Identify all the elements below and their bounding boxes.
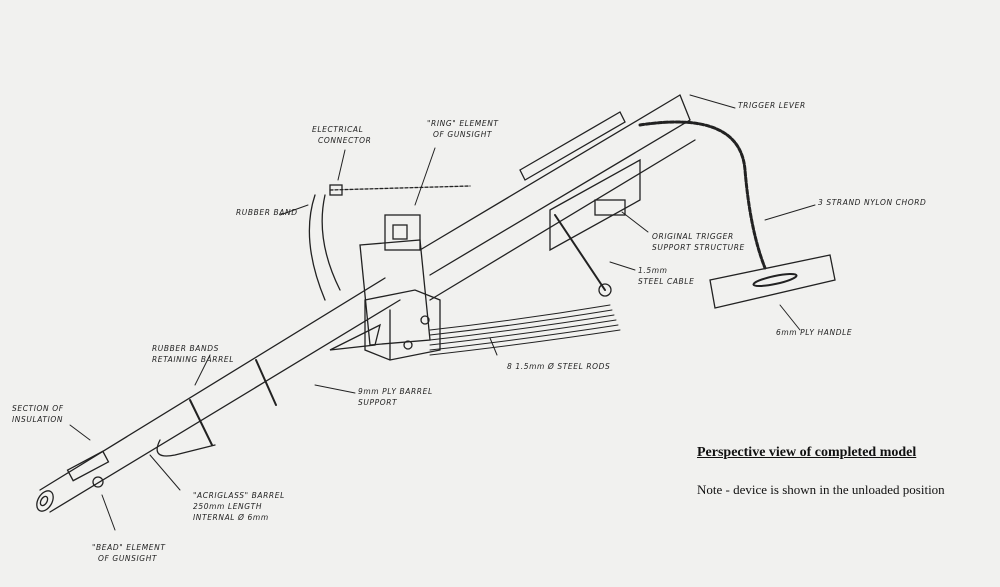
label-nylon-chord: 3 STRAND NYLON CHORD (818, 197, 926, 208)
label-line: OF GUNSIGHT (98, 554, 158, 563)
label-rubber-bands-barrel: RUBBER BANDS RETAINING BARREL (152, 343, 234, 365)
label-line: 250mm LENGTH (193, 502, 263, 511)
label-line: 8 1.5mm Ø STEEL RODS (507, 362, 611, 371)
label-line: SECTION OF (12, 404, 64, 413)
ply-handle (709, 254, 836, 309)
label-line: RUBBER BAND (236, 208, 298, 217)
label-line: 1.5mm (638, 266, 668, 275)
label-line: 9mm PLY BARREL (358, 387, 433, 396)
label-line: RUBBER BANDS (152, 344, 219, 353)
label-line: RETAINING BARREL (152, 355, 235, 364)
label-line: INSULATION (12, 415, 64, 424)
label-electrical-connector: ELECTRICAL CONNECTOR (312, 124, 371, 146)
label-line: STEEL CABLE (638, 277, 695, 286)
label-barrel-support: 9mm PLY BARREL SUPPORT (358, 386, 433, 408)
bead-gunsight (66, 450, 110, 488)
steel-cable (554, 214, 606, 291)
label-line: TRIGGER LEVER (738, 101, 806, 110)
leader-arrows (69, 94, 816, 531)
label-line: 3 STRAND NYLON CHORD (818, 198, 927, 207)
label-line: 6mm PLY HANDLE (776, 328, 853, 337)
label-line: "ACRIGLASS" BARREL (193, 491, 285, 500)
label-line: "RING" ELEMENT (427, 119, 499, 128)
label-line: OF GUNSIGHT (433, 130, 493, 139)
barrel-support-block (329, 214, 441, 361)
barrel (36, 277, 401, 513)
label-insulation: SECTION OF INSULATION (12, 403, 64, 425)
label-trigger-lever: TRIGGER LEVER (738, 100, 806, 111)
label-bead-element: "BEAD" ELEMENT OF GUNSIGHT (92, 542, 166, 564)
label-ring-element: "RING" ELEMENT OF GUNSIGHT (427, 118, 499, 140)
label-line: ORIGINAL TRIGGER (652, 232, 734, 241)
label-line: INTERNAL Ø 6mm (193, 513, 269, 522)
nylon-chord (638, 120, 767, 270)
label-line: ELECTRICAL (312, 125, 364, 134)
label-line: SUPPORT STRUCTURE (652, 243, 745, 252)
label-line: CONNECTOR (318, 136, 372, 145)
label-rubber-band: RUBBER BAND (236, 207, 298, 218)
label-steel-rods: 8 1.5mm Ø STEEL RODS (507, 361, 610, 372)
label-line: SUPPORT (358, 398, 398, 407)
label-ply-handle: 6mm PLY HANDLE (776, 327, 852, 338)
figure-title: Perspective view of completed model (697, 445, 917, 460)
label-line: "BEAD" ELEMENT (92, 543, 166, 552)
figure-note: Note - device is shown in the unloaded p… (697, 482, 945, 497)
main-beam (419, 94, 696, 301)
label-acriglass-barrel: "ACRIGLASS" BARREL 250mm LENGTH INTERNAL Ø… (193, 490, 285, 523)
label-trigger-support: ORIGINAL TRIGGER SUPPORT STRUCTURE (652, 231, 745, 253)
connector-wire (329, 185, 471, 191)
steel-rods (429, 304, 621, 356)
